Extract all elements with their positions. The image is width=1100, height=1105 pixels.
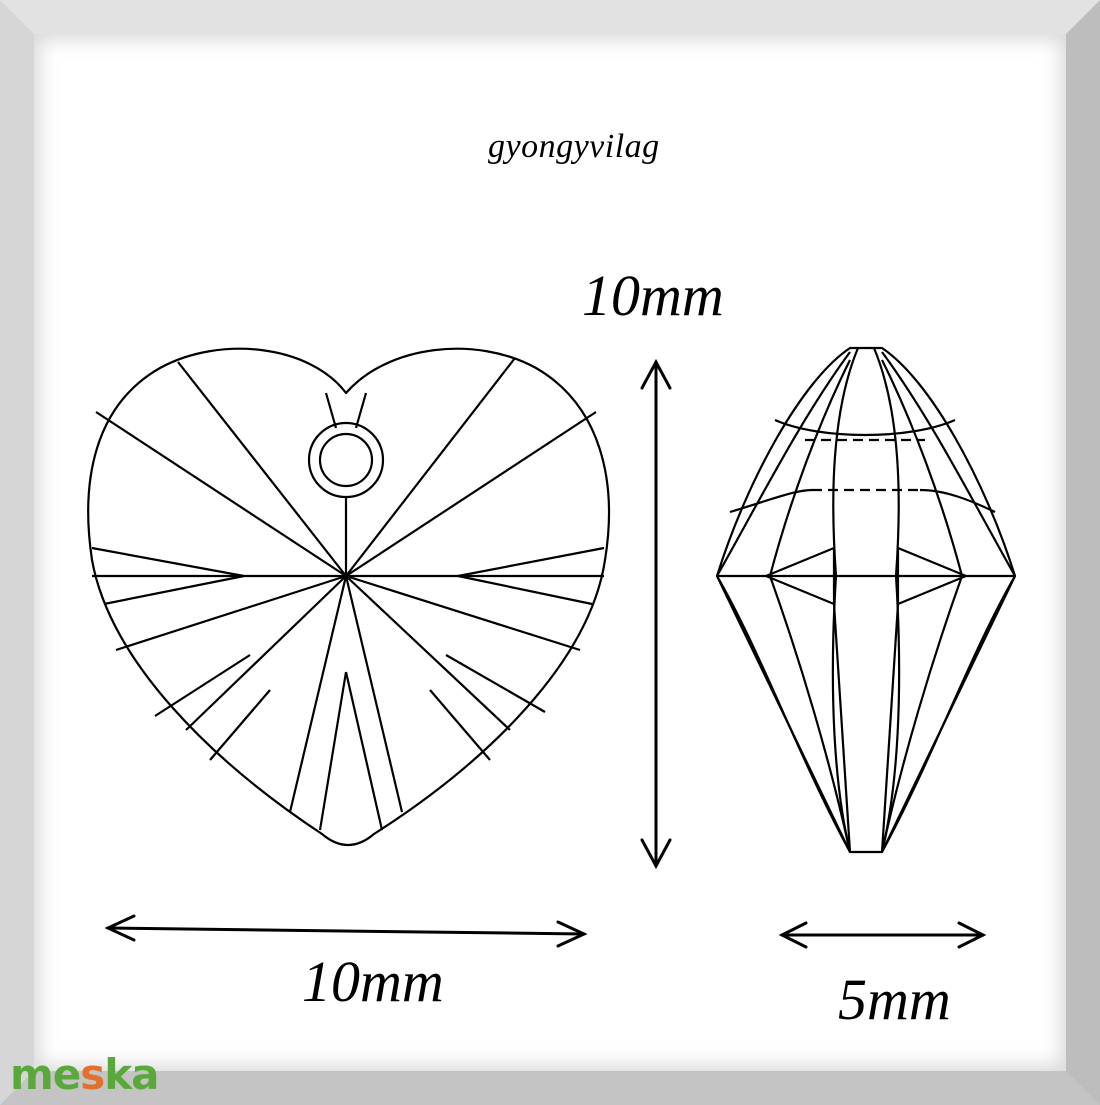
depth-arrow-icon <box>778 921 987 949</box>
heart-front-view-icon <box>87 347 611 847</box>
heart-side-view-icon <box>715 346 1017 854</box>
width-arrow-icon <box>104 914 588 948</box>
watermark-text: gyongyvilag <box>488 128 660 165</box>
logo-part-3: ka <box>104 1050 159 1099</box>
depth-label: 5mm <box>838 967 951 1032</box>
logo-part-2: s <box>80 1050 105 1099</box>
height-arrow-icon <box>640 358 672 870</box>
width-label: 10mm <box>302 949 444 1014</box>
meska-logo: meska <box>10 1050 160 1099</box>
height-label: 10mm <box>582 263 724 328</box>
logo-part-1: me <box>10 1050 81 1099</box>
